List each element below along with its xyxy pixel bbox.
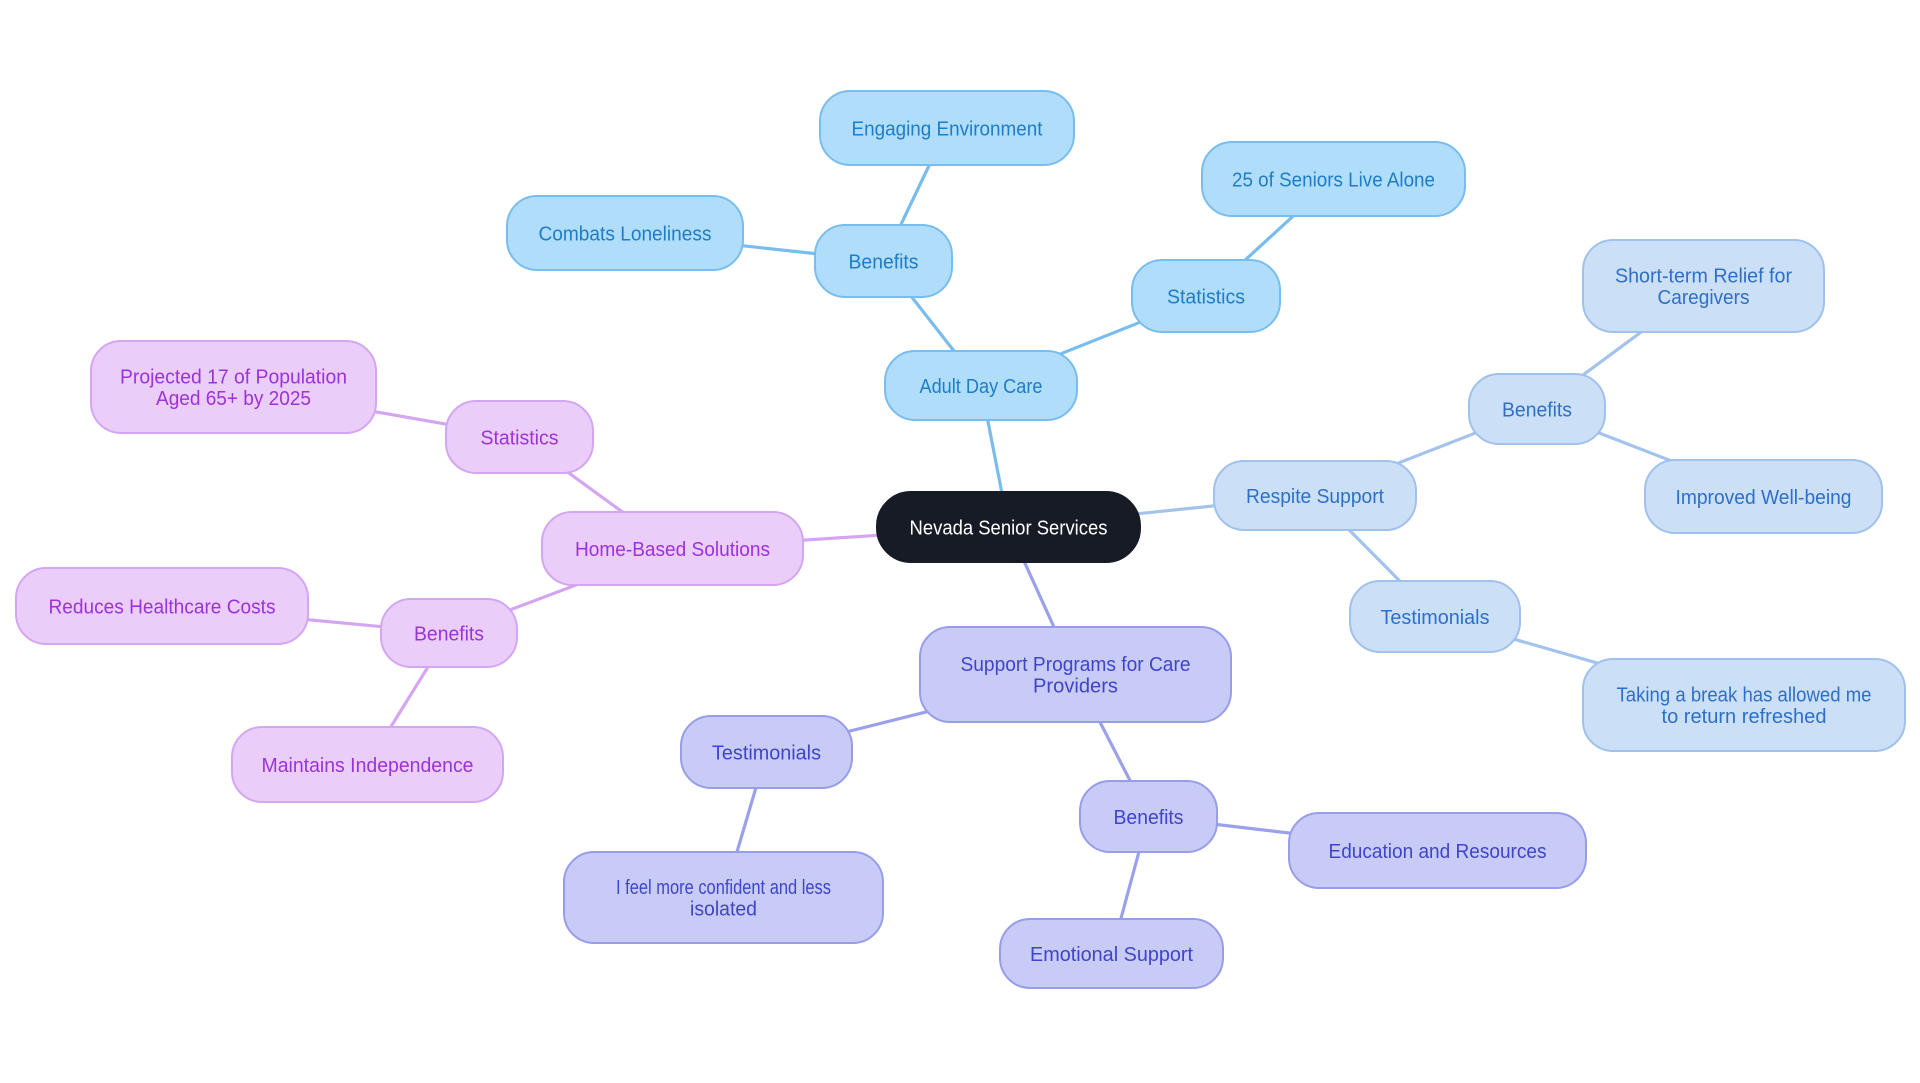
svg-text:Support Programs for Care: Support Programs for Care [961, 653, 1191, 676]
svg-text:Testimonials: Testimonials [1381, 606, 1490, 629]
svg-text:Respite Support: Respite Support [1246, 485, 1384, 508]
svg-text:Reduces Healthcare Costs: Reduces Healthcare Costs [49, 595, 276, 618]
svg-text:Maintains Independence: Maintains Independence [262, 754, 474, 777]
svg-text:Projected 17 of Population: Projected 17 of Population [120, 366, 347, 389]
svg-text:Benefits: Benefits [414, 622, 484, 645]
svg-text:Caregivers: Caregivers [1658, 286, 1750, 309]
svg-text:isolated: isolated [690, 898, 757, 921]
svg-text:Statistics: Statistics [481, 426, 559, 449]
svg-text:Aged 65+ by 2025: Aged 65+ by 2025 [156, 387, 311, 410]
svg-text:Nevada Senior Services: Nevada Senior Services [910, 516, 1108, 539]
svg-text:25 of Seniors Live Alone: 25 of Seniors Live Alone [1232, 168, 1435, 191]
svg-text:Testimonials: Testimonials [712, 741, 821, 764]
svg-text:Engaging Environment: Engaging Environment [852, 117, 1043, 140]
svg-text:Benefits: Benefits [849, 250, 919, 273]
svg-text:Taking a break has allowed me: Taking a break has allowed me [1617, 684, 1872, 707]
svg-text:Statistics: Statistics [1167, 285, 1245, 308]
svg-text:Home-Based Solutions: Home-Based Solutions [575, 538, 770, 561]
svg-text:Improved Well-being: Improved Well-being [1676, 486, 1852, 509]
svg-text:Short-term Relief for: Short-term Relief for [1615, 265, 1792, 288]
svg-text:to return refreshed: to return refreshed [1662, 705, 1827, 728]
svg-text:Education and Resources: Education and Resources [1329, 840, 1547, 863]
svg-text:Benefits: Benefits [1114, 806, 1184, 829]
svg-text:Benefits: Benefits [1502, 398, 1572, 421]
svg-text:Adult Day Care: Adult Day Care [920, 375, 1043, 398]
svg-text:Emotional Support: Emotional Support [1030, 943, 1193, 966]
svg-text:Combats Loneliness: Combats Loneliness [539, 222, 712, 245]
svg-text:I feel more confident and less: I feel more confident and less [616, 876, 831, 899]
svg-text:Providers: Providers [1033, 675, 1118, 698]
